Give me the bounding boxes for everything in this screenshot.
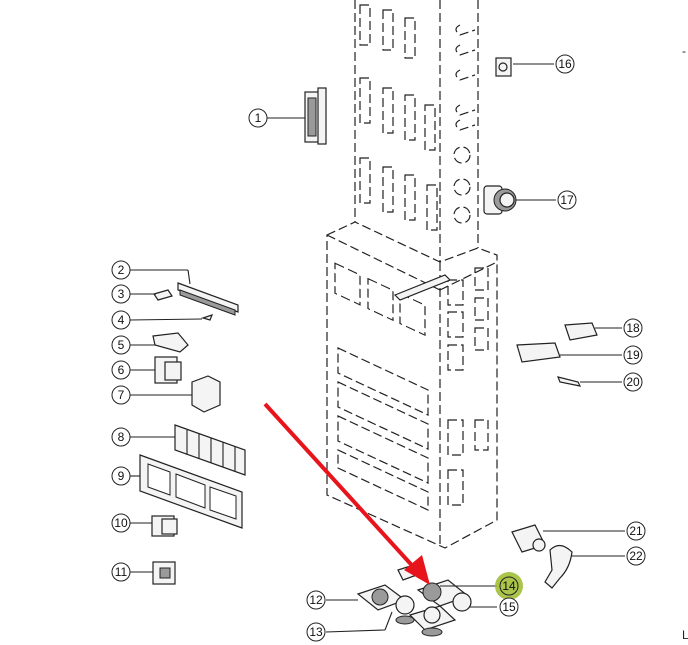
part-20-contacts <box>557 376 582 387</box>
svg-text:22: 22 <box>629 549 643 563</box>
leader-lines <box>129 63 625 633</box>
svg-text:5: 5 <box>118 338 125 352</box>
svg-text:17: 17 <box>560 193 574 207</box>
svg-text:10: 10 <box>114 516 128 530</box>
svg-text:18: 18 <box>626 321 640 335</box>
svg-text:11: 11 <box>115 565 128 579</box>
callout-20[interactable]: 20 <box>623 372 643 392</box>
callout-4[interactable]: 4 <box>111 310 131 330</box>
callout-17[interactable]: 17 <box>557 190 577 210</box>
svg-text:12: 12 <box>309 593 323 607</box>
pointer-arrow <box>263 402 430 585</box>
part-5-bracket <box>152 332 189 353</box>
callout-14-highlight <box>495 572 523 600</box>
part-18-connector <box>564 322 598 341</box>
svg-text:8: 8 <box>118 430 125 444</box>
part-21-plug <box>511 524 546 553</box>
svg-text:14: 14 <box>502 579 516 593</box>
part-9-mounting-frame <box>139 454 243 529</box>
callout-2[interactable]: 2 <box>111 260 131 280</box>
callout-19[interactable]: 19 <box>623 345 643 365</box>
callout-13[interactable]: 13 <box>306 622 326 642</box>
callout-1[interactable]: 1 <box>248 108 268 128</box>
part-16-grommet <box>495 57 512 77</box>
callout-10[interactable]: 10 <box>111 513 131 533</box>
svg-text:1: 1 <box>255 111 262 125</box>
part-2-header-strip <box>177 282 239 316</box>
callout-22[interactable]: 22 <box>626 546 646 566</box>
svg-text:15: 15 <box>502 600 516 614</box>
svg-text:20: 20 <box>626 375 640 389</box>
callout-15[interactable]: 15 <box>499 597 519 617</box>
part-17-circular-connector <box>483 185 517 215</box>
callout-3[interactable]: 3 <box>111 284 131 304</box>
callout-14[interactable]: 14 <box>499 576 519 596</box>
part-4-pin <box>200 314 214 321</box>
part-19-connector <box>516 342 561 363</box>
svg-text:6: 6 <box>118 363 125 377</box>
cabinet-outline <box>326 0 498 581</box>
svg-text:2: 2 <box>118 263 125 277</box>
part-11-relay <box>152 561 176 585</box>
svg-text:21: 21 <box>629 524 643 538</box>
svg-text:3: 3 <box>118 287 125 301</box>
callout-8[interactable]: 8 <box>111 427 131 447</box>
callout-12[interactable]: 12 <box>306 590 326 610</box>
edge-mark-top-right: - <box>682 44 686 58</box>
callout-11[interactable]: 11 <box>111 562 131 582</box>
callout-16[interactable]: 16 <box>555 54 575 74</box>
edge-mark-bottom-right: L <box>682 628 688 642</box>
part-6-relay-base <box>154 356 182 384</box>
part-10-relay <box>151 515 178 537</box>
svg-text:4: 4 <box>118 313 125 327</box>
part-3-clip <box>153 289 173 301</box>
callout-9[interactable]: 9 <box>111 466 131 486</box>
svg-text:9: 9 <box>118 469 125 483</box>
callout-5[interactable]: 5 <box>111 335 131 355</box>
callout-6[interactable]: 6 <box>111 360 131 380</box>
svg-text:7: 7 <box>118 388 125 402</box>
part-7-terminal-block <box>191 375 221 413</box>
svg-text:16: 16 <box>558 57 572 71</box>
callout-18[interactable]: 18 <box>623 318 643 338</box>
callout-21[interactable]: 21 <box>626 521 646 541</box>
svg-text:19: 19 <box>626 348 640 362</box>
callout-7[interactable]: 7 <box>111 385 131 405</box>
part-8-terminal-bank <box>174 424 246 476</box>
part-1-connector <box>304 87 327 145</box>
svg-text:13: 13 <box>309 625 323 639</box>
part-22-boot <box>544 544 573 589</box>
callouts: 1 2 3 4 5 6 7 8 9 10 11 12 13 14 15 16 1… <box>111 54 646 642</box>
part-12-15-circular-connectors <box>356 579 472 637</box>
